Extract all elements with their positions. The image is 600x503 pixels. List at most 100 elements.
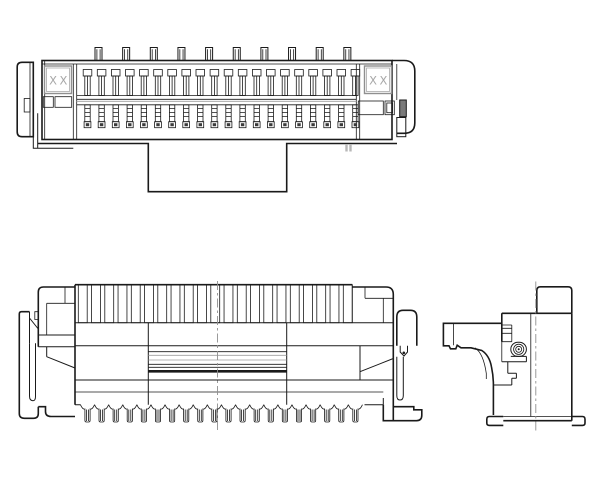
repeated-element [350,69,361,96]
repeated-element [319,404,335,423]
repeated-element [232,47,241,61]
repeated-element [266,69,276,96]
repeated-element [252,104,261,129]
bottom-center-tab [37,142,397,193]
repeated-element [83,104,92,129]
repeated-element [97,104,106,129]
repeated-element [249,404,265,423]
left-end-bracket [16,61,74,149]
top-view: XX XX [16,47,416,193]
side-body [501,312,573,422]
repeated-element [181,69,191,96]
repeated-element [329,284,340,324]
repeated-element [150,404,166,423]
repeated-element [77,284,88,324]
repeated-element [130,284,141,324]
repeated-element [322,69,332,96]
repeated-element [117,284,128,324]
housing-outline [41,59,393,141]
repeated-element [351,104,360,129]
repeated-element [82,69,93,96]
repeated-element [236,284,247,324]
right-foot [382,404,423,422]
repeated-element [276,284,287,324]
repeated-element [196,104,205,129]
actuator-arm [442,322,502,415]
repeated-element [126,104,134,129]
repeated-element [140,104,148,129]
mating-ribs [77,284,353,324]
repeated-element [205,47,214,61]
repeated-element [347,404,363,423]
repeated-element [277,404,293,423]
repeated-element [136,404,152,423]
repeated-element [206,404,222,423]
side-feet [486,415,586,427]
repeated-element [192,404,208,423]
repeated-element [195,69,206,96]
repeated-element [94,47,103,61]
repeated-element [168,104,176,129]
repeated-element [237,69,248,96]
right-marking-box: XX [357,65,395,116]
repeated-element [167,69,177,96]
repeated-element [157,284,168,324]
repeated-element [323,104,332,129]
repeated-element [209,69,220,96]
repeated-element [164,404,180,423]
repeated-element [178,404,194,423]
right-top-block [351,284,395,323]
repeated-element [144,284,154,324]
pivot-pin [510,341,527,357]
right-marking-text: XX [369,74,390,88]
repeated-element [96,69,107,96]
latch-nub [399,99,407,118]
upper-contact-row [82,69,361,96]
repeated-element [210,104,219,129]
repeated-element [223,284,234,324]
repeated-element [153,69,163,96]
repeated-element [183,284,194,324]
side-top-block [536,286,573,314]
left-top-block [34,286,75,347]
side-view [442,281,586,431]
repeated-element [224,104,233,129]
left-marking-text: XX [49,74,70,88]
repeated-element [139,69,149,96]
repeated-element [111,104,120,129]
contact-rails [76,95,357,106]
repeated-element [305,404,321,423]
repeated-element [342,284,353,324]
repeated-element [295,104,303,129]
repeated-element [223,69,234,96]
repeated-element [263,284,274,324]
repeated-element [252,69,262,96]
repeated-element [316,284,327,324]
repeated-element [303,284,313,324]
repeated-element [125,69,135,96]
repeated-element [80,404,95,423]
cable-slot [147,281,288,431]
repeated-element [104,284,115,324]
repeated-element [289,284,300,324]
repeated-element [221,404,236,423]
repeated-element [182,104,190,129]
right-latch-lug [359,309,418,401]
repeated-element [294,69,304,96]
front-view [18,281,423,431]
repeated-element [337,104,346,129]
repeated-element [343,47,352,61]
rib-band [75,283,394,324]
repeated-element [281,104,289,129]
repeated-element [94,404,110,423]
repeated-element [108,404,124,423]
repeated-element [122,404,138,423]
repeated-element [149,47,158,61]
repeated-element [309,104,317,129]
repeated-element [110,69,121,96]
repeated-element [288,47,297,61]
repeated-element [250,284,260,324]
repeated-element [238,104,247,129]
repeated-element [91,284,101,324]
